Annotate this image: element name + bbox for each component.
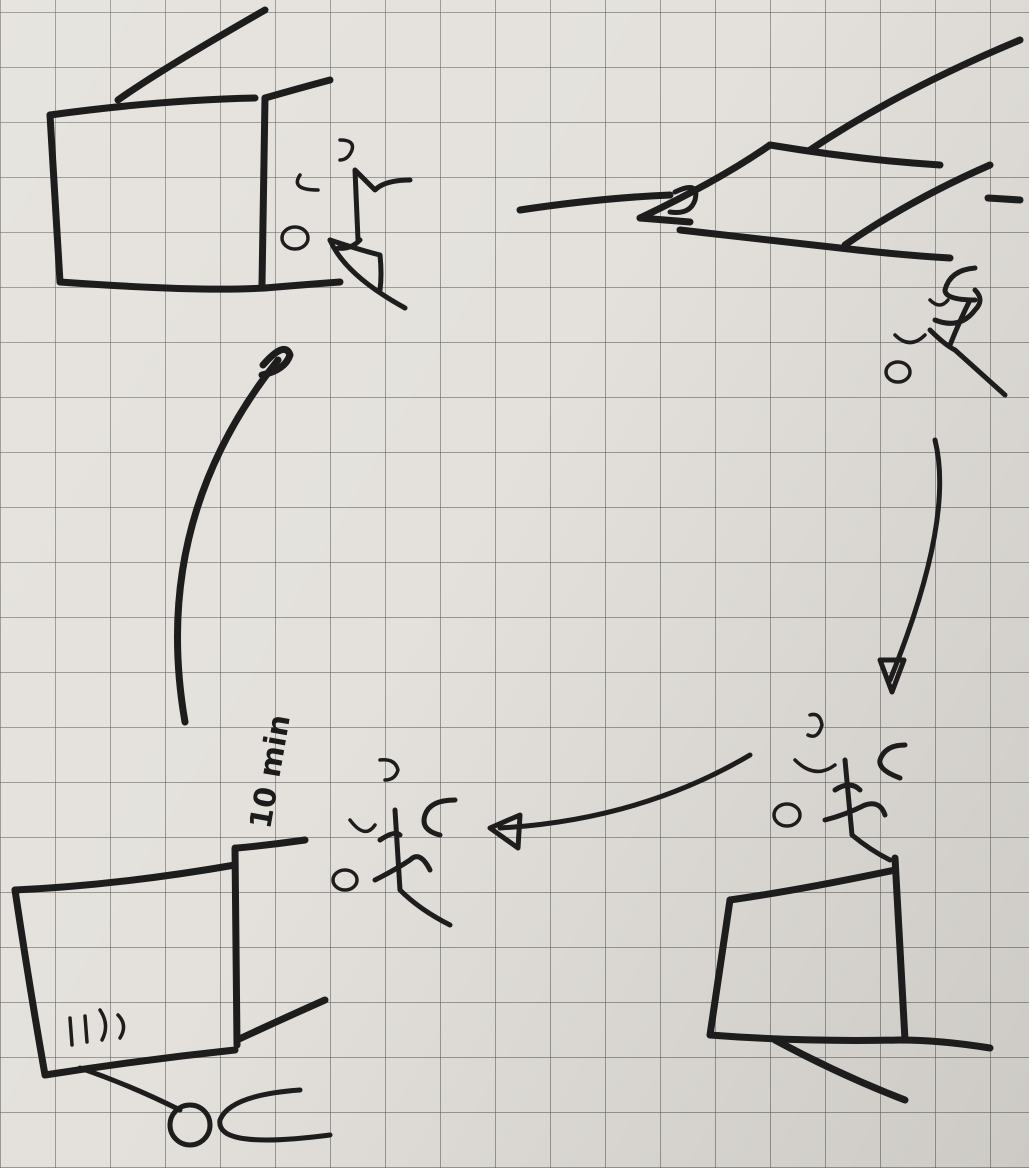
person-sketch-bottom-left bbox=[331, 757, 458, 928]
monitor-sketch-bottom-right bbox=[706, 854, 994, 1104]
arrow-bottom-left-to-top-left bbox=[174, 345, 294, 726]
person-sketch-top-right bbox=[884, 265, 1008, 398]
person-sketch-bottom-right bbox=[772, 712, 908, 863]
arrow-bottom-right-to-bottom-left bbox=[487, 752, 753, 851]
monitor-sketch-top-left bbox=[46, 6, 344, 293]
laptop-sketch-top-right bbox=[516, 36, 1024, 262]
person-sketch-top-left bbox=[280, 138, 413, 311]
arrow-top-right-to-bottom-right bbox=[877, 437, 943, 695]
duration-label: 10 min bbox=[243, 712, 297, 831]
monitor-sketch-bottom-left bbox=[11, 836, 333, 1148]
